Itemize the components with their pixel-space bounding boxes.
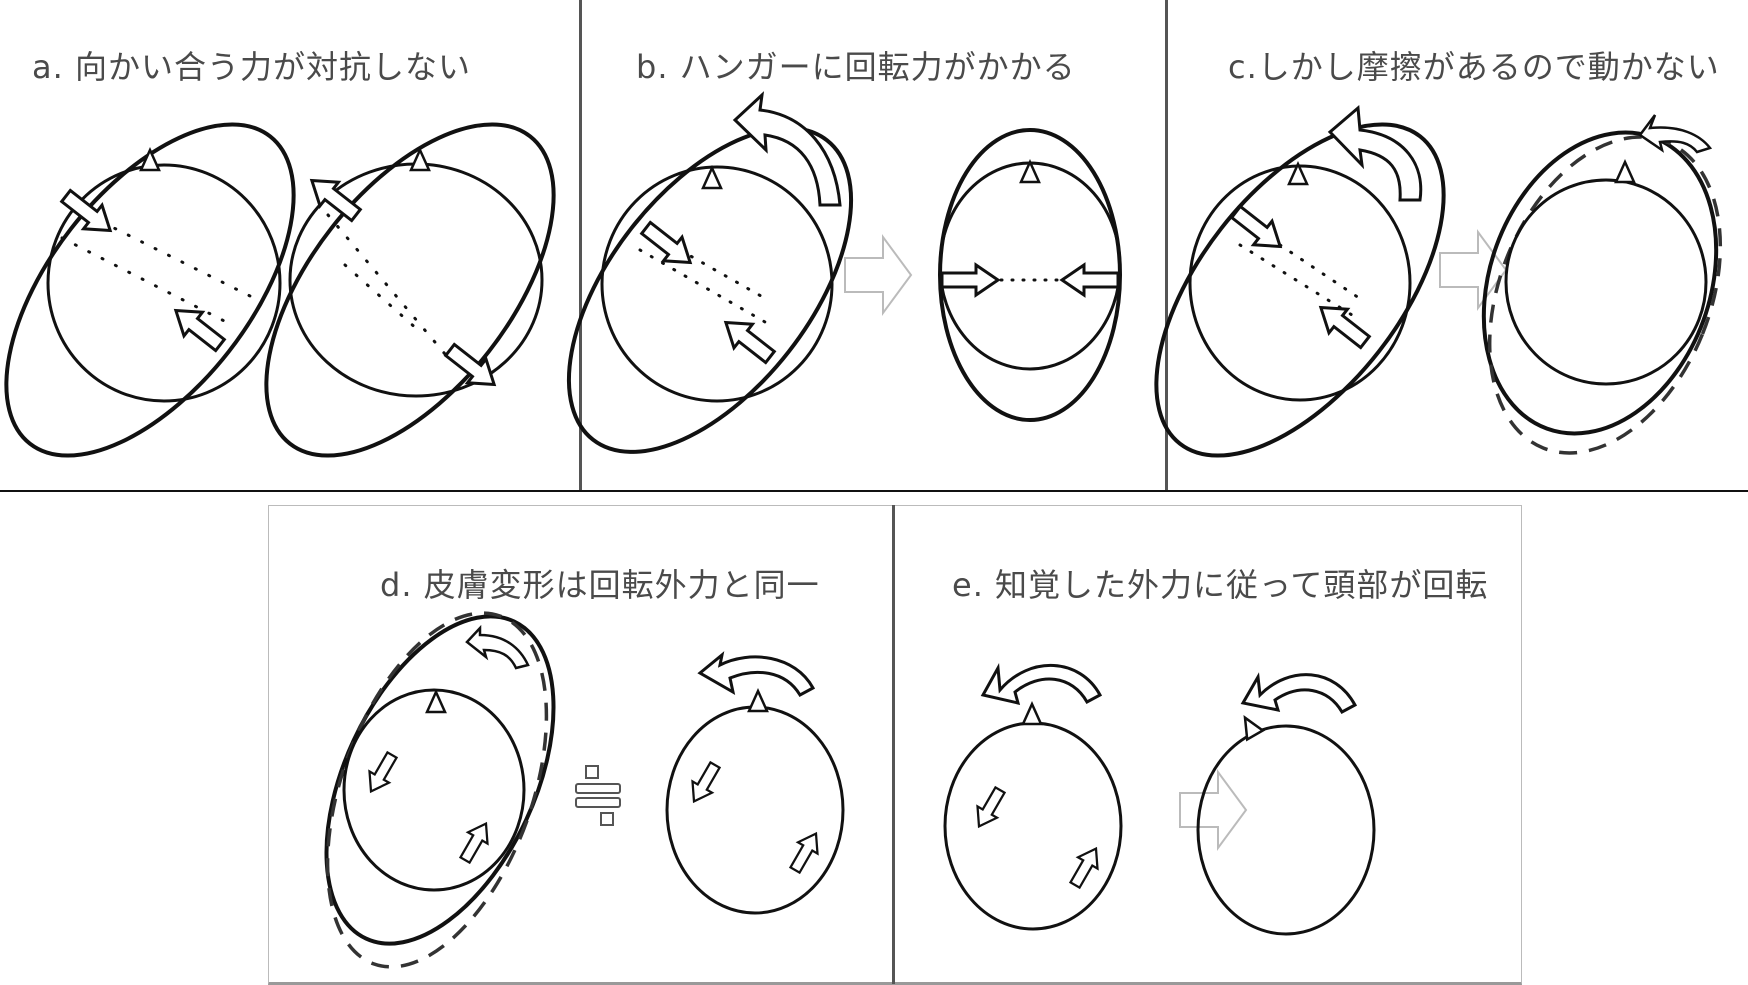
divider-d-e: [892, 505, 895, 984]
transition-arrow-icon: [1179, 771, 1247, 849]
panel-e-title: e. 知覚した外力に従って頭部が回転: [952, 566, 1489, 604]
rotation-arrow-icon: [697, 651, 816, 697]
divider-top-row: [0, 490, 1748, 492]
panel-a-title: a. 向かい合う力が対抗しない: [32, 48, 471, 86]
rotation-arrow-icon: [980, 663, 1103, 706]
rotation-arrow-icon: [1327, 104, 1423, 202]
approximately-equal-symbol: [575, 765, 621, 826]
panel-e-figure-right: [1196, 672, 1376, 936]
rotation-arrow-icon: [732, 91, 842, 207]
panel-c-figure-left: [1154, 104, 1446, 458]
panel-d-figure-right: [665, 651, 845, 915]
panel-e-figure-left: [943, 663, 1123, 931]
panel-a-figure-left: [4, 122, 296, 458]
divider-b-c: [1165, 0, 1168, 492]
panel-d-title: d. 皮膚変形は回転外力と同一: [380, 566, 820, 604]
small-rotation-arrow-icon: [1638, 114, 1713, 154]
panel-d-figure-left: [324, 611, 556, 969]
rotation-arrow-icon: [1240, 672, 1358, 715]
panel-c-figure-right: [1481, 114, 1723, 455]
panel-a-figure-right: [264, 122, 556, 458]
panel-b-title: b. ハンガーに回転力がかかる: [636, 48, 1076, 86]
small-rotation-arrow-icon: [465, 624, 530, 670]
panel-b-figure-right: [938, 128, 1122, 422]
panel-b-figure-left: [566, 91, 854, 454]
transition-arrow-icon: [844, 236, 912, 314]
panel-c-title: c.しかし摩擦があるので動かない: [1228, 48, 1720, 86]
divider-a-b: [579, 0, 582, 492]
